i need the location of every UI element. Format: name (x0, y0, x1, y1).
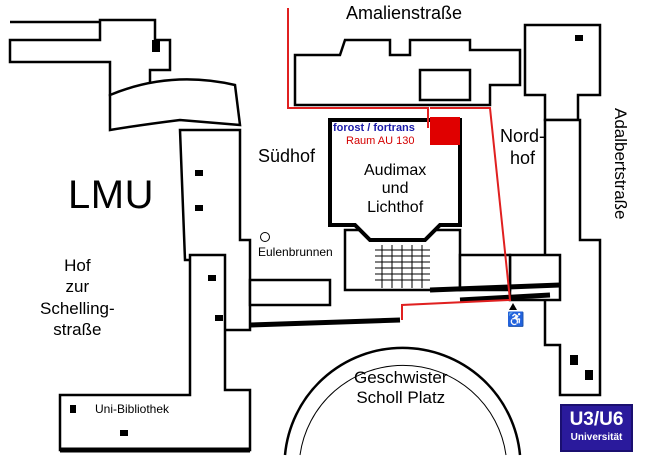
street-label-adalbertstrasse: Adalbertstraße (611, 108, 630, 220)
subway-station-badge: U3/U6 Universität (560, 404, 633, 452)
room-group-label: forost / fortrans (333, 122, 415, 134)
square-label-geschwister-scholl: Geschwister Scholl Platz (354, 368, 448, 408)
subway-lines: U3/U6 (569, 409, 624, 430)
library-label: Uni-Bibliothek (95, 402, 170, 416)
entrance-triangle-icon (509, 303, 517, 310)
street-label-amalienstrasse: Amalienstraße (346, 3, 463, 23)
fountain-icon (260, 232, 270, 242)
courtyard-label-schellingstrasse: Hof zur Schelling- straße (40, 256, 115, 339)
audimax-label: Audimax und Lichthof (364, 162, 427, 216)
room-number-label: Raum AU 130 (346, 135, 415, 147)
room-marker (430, 117, 460, 145)
subway-station-name: Universität (570, 432, 623, 443)
courtyard-label-suedhof: Südhof (258, 146, 316, 166)
wheelchair-icon: ♿ (507, 311, 525, 327)
fountain-label-eulenbrunnen: Eulenbrunnen (258, 245, 333, 259)
courtyard-label-nordhof: Nord- hof (500, 126, 546, 168)
university-label: LMU (68, 173, 154, 217)
